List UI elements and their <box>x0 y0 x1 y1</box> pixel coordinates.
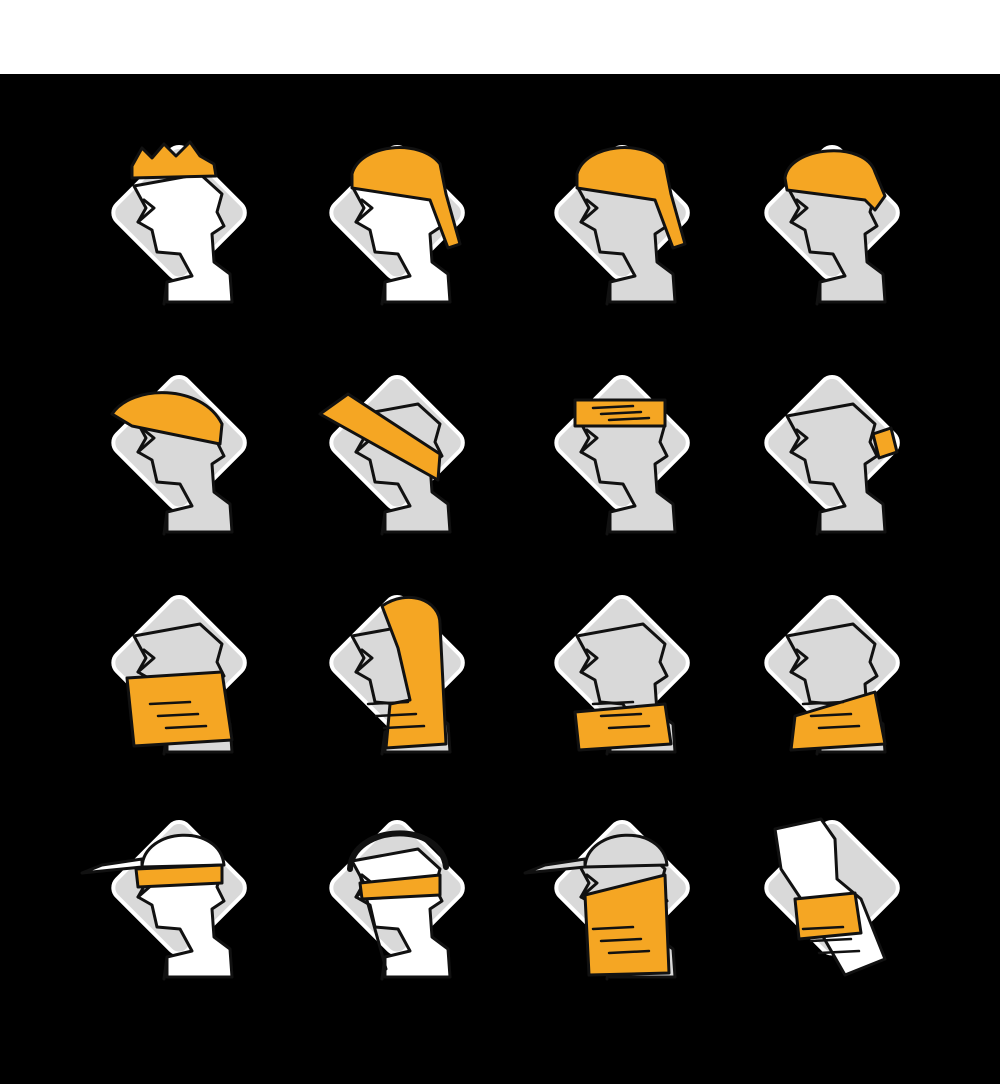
bunched-headband-icon <box>515 364 715 544</box>
band-shape <box>789 690 887 752</box>
pirate-cap-icon <box>290 134 490 314</box>
band-shape <box>358 873 442 901</box>
icon-drawing <box>80 820 247 981</box>
headwear-styles-grid <box>0 74 1000 1084</box>
diagonal-sash-icon <box>290 364 490 544</box>
low-neck-tube-icon <box>725 584 925 764</box>
cap-with-headband-icon <box>72 809 272 989</box>
band-shape <box>130 140 218 180</box>
neck-scarf-icon <box>515 584 715 764</box>
icon-drawing <box>554 595 690 756</box>
band-shape <box>793 891 863 941</box>
neck-gaiter-icon <box>72 584 272 764</box>
band-shape <box>125 670 234 748</box>
icon-drawing <box>764 595 900 756</box>
balaclava-hood-icon <box>290 584 490 764</box>
helmet-liner-icon <box>290 809 490 989</box>
icon-drawing <box>110 375 247 536</box>
icon-drawing <box>764 145 900 306</box>
cap-visor <box>80 857 144 875</box>
head-silhouette <box>785 172 887 304</box>
icon-drawing <box>111 595 247 756</box>
headband-knot-icon <box>72 364 272 544</box>
icon-drawing <box>523 820 690 981</box>
hair-tie-icon <box>725 364 925 544</box>
icon-drawing <box>329 595 465 756</box>
head-silhouette <box>575 402 677 534</box>
head-silhouette <box>132 172 234 304</box>
band-shape <box>110 391 224 446</box>
icon-drawing <box>318 375 465 536</box>
icon-drawing <box>329 820 465 981</box>
helmet-arc <box>347 830 449 872</box>
icon-drawing <box>554 375 690 536</box>
knotted-cap-icon <box>725 134 925 314</box>
bandana-tail-icon <box>515 134 715 314</box>
icon-drawing <box>329 145 465 306</box>
icon-drawing <box>764 375 900 536</box>
icon-drawing <box>764 817 900 977</box>
band-shape <box>350 146 462 250</box>
band-shape <box>871 426 899 460</box>
icon-drawing <box>554 145 690 306</box>
band-shape <box>318 392 442 482</box>
head-silhouette <box>785 402 887 534</box>
cap-visor <box>523 857 587 875</box>
band-shape <box>134 863 224 889</box>
cap-crown <box>140 833 226 869</box>
icon-drawing <box>111 140 247 306</box>
page-top-margin <box>0 0 1000 74</box>
forehead-wrap-icon <box>72 134 272 314</box>
band-shape <box>783 149 887 212</box>
wristband-icon <box>725 809 925 989</box>
cap-face-cover-icon <box>515 809 715 989</box>
cap-crown <box>583 833 669 869</box>
band-shape <box>575 146 687 250</box>
